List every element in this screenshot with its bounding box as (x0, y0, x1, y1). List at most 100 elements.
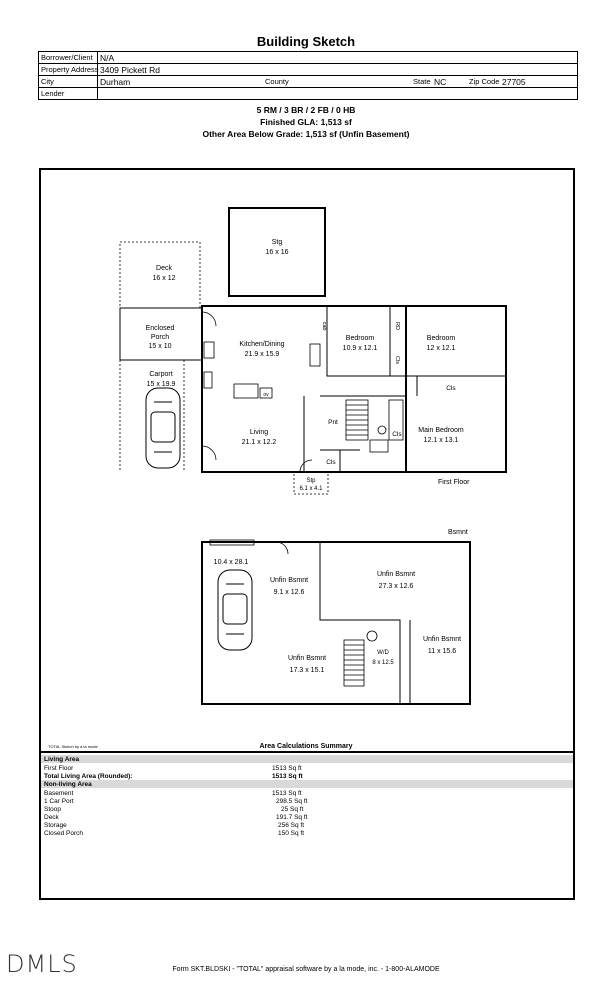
nonliving-area-header: Non-living Area (44, 781, 92, 788)
garage-door-icon (209, 539, 255, 546)
bedroom2-wall (389, 306, 506, 377)
lender-label: Lender (41, 89, 65, 98)
sketch-frame (39, 168, 575, 900)
closet-label-2: Cls (392, 431, 402, 438)
form-footer: Form SKT.BLDSKI - "TOTAL" appraisal soft… (172, 966, 440, 973)
borrower-value: N/A (100, 53, 115, 63)
total-area-value: 1513 Sq ft (272, 773, 304, 780)
address-value: 3409 Pickett Rd (100, 65, 161, 75)
porch-name-2: Porch (151, 334, 169, 341)
wd-name: W/D (377, 650, 389, 656)
living-area-band (41, 755, 573, 763)
carport-outline (119, 359, 185, 470)
lender-row: Lender (39, 88, 577, 99)
unfin2-name: Unfin Bsmnt (377, 571, 415, 578)
main-bedroom-dims: 12.1 x 13.1 (424, 437, 459, 444)
mls-logo: DMLS (6, 950, 78, 978)
area-item-value: 150 Sq ft (278, 830, 304, 837)
rd-label: RD (394, 322, 400, 330)
area-item-label: Deck (44, 814, 60, 821)
living-dims: 21.1 x 12.2 (242, 439, 277, 446)
borrower-label: Borrower/Client (41, 53, 93, 62)
cabinet-icon (309, 343, 321, 367)
bedroom1-name: Bedroom (346, 335, 375, 342)
stoop-name: Stp (306, 478, 316, 484)
area-item-value: 25 Sq ft (281, 806, 304, 813)
porch-dims: 15 x 10 (149, 343, 172, 350)
state-label: State (413, 77, 431, 86)
bedroom1-wall (326, 306, 390, 377)
basement-wall-1 (319, 542, 401, 704)
property-info-table: Borrower/Client N/A Property Address 340… (38, 51, 578, 100)
basement-label: Bsmnt (448, 529, 468, 536)
basement-outline (201, 541, 471, 705)
area-item-label: Closed Porch (44, 830, 83, 837)
unfin4-dims: 11 x 15.6 (428, 648, 456, 655)
first-floor-stairs (345, 399, 369, 441)
address-label: Property Address (41, 65, 99, 74)
east-wing-outline (405, 305, 507, 473)
bedroom2-name: Bedroom (427, 335, 456, 342)
fridge-icon (203, 371, 213, 389)
county-label: County (265, 77, 289, 86)
oven-icon (259, 387, 273, 399)
wd-dims: 8 x 12.5 (372, 660, 394, 666)
closet2-wall (320, 449, 360, 472)
basement-stairs (343, 639, 365, 687)
city-label: City (41, 77, 54, 86)
first-floor-label: First Floor (438, 479, 470, 486)
cab-label: cab (321, 322, 327, 331)
living-name: Living (250, 429, 268, 436)
unfin2-dims: 27.3 x 12.6 (379, 583, 414, 590)
area-item-value: 298.5 Sq ft (276, 798, 308, 805)
garage-dims: 10.4 x 28.1 (214, 559, 249, 566)
unfin1-name: Unfin Bsmnt (270, 577, 308, 584)
deck-name: Deck (156, 265, 172, 272)
living-area-header: Living Area (44, 756, 80, 763)
zip-value: 27705 (502, 77, 526, 87)
main-bedroom-name: Main Bedroom (418, 427, 464, 434)
vanity-icon (369, 439, 389, 453)
address-row: Property Address 3409 Pickett Rd (39, 64, 577, 76)
storage-outline (228, 207, 326, 297)
sketch-credit: TOTAL Sketch by a la mode (48, 744, 99, 749)
state-value: NC (434, 77, 447, 87)
area-item-label: Basement (44, 790, 73, 797)
basement-car-icon (217, 569, 253, 651)
porch-name-1: Enclosed (146, 325, 175, 332)
porch-door-icon (201, 311, 217, 327)
carport-name: Carport (149, 371, 172, 378)
front-door-icon (299, 459, 313, 473)
basement-door-icon (275, 541, 289, 555)
closet-label-1: Cls (326, 459, 336, 466)
area-item-label: 1 Car Port (44, 798, 74, 805)
storage-name: Stg (272, 239, 283, 246)
carport-dims: 15 x 19.9 (147, 381, 176, 388)
summary-below-grade: Other Area Below Grade: 1,513 sf (Unfin … (202, 129, 410, 139)
water-heater-icon (366, 630, 378, 642)
area-item-label: Stoop (44, 806, 61, 813)
city-value: Durham (100, 77, 131, 87)
oven-label: ov (263, 392, 269, 398)
bedroom2-dims: 12 x 12.1 (427, 345, 456, 352)
unfin3-name: Unfin Bsmnt (288, 655, 326, 662)
borrower-row: Borrower/Client N/A (39, 52, 577, 64)
toilet-icon (377, 425, 387, 435)
total-area-label: Total Living Area (Rounded): (44, 773, 132, 780)
pantry-label: Pnt (328, 419, 338, 426)
counter-icon (233, 383, 259, 399)
unfin4-name: Unfin Bsmnt (423, 636, 461, 643)
side-door-icon (201, 445, 217, 461)
kitchen-name: Kitchen/Dining (239, 341, 284, 348)
first-floor-area-label: First Floor (44, 765, 74, 772)
unfin3-dims: 17.3 x 15.1 (290, 667, 325, 674)
zip-label: Zip Code (469, 77, 500, 86)
stoop-dims: 6.1 x 4.1 (299, 486, 323, 492)
summary-gla: Finished GLA: 1,513 sf (260, 117, 352, 127)
closet-label-4: Cls (394, 356, 400, 364)
stoop-outline (293, 471, 329, 495)
area-item-value: 256 Sq ft (278, 822, 304, 829)
storage-dims: 16 x 16 (266, 249, 289, 256)
area-item-label: Storage (44, 822, 67, 829)
city-row: City Durham County State NC Zip Code 277… (39, 76, 577, 88)
